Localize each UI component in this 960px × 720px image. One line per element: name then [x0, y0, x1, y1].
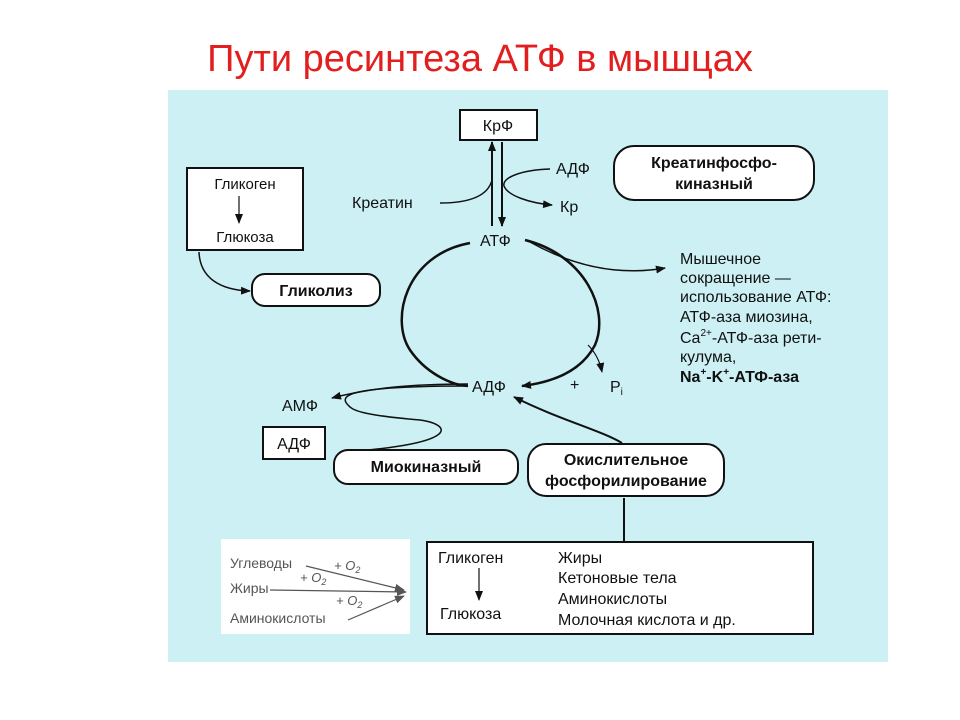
substrate-fats: Жиры: [230, 580, 269, 596]
muscle-use-line7: Na+-K+-АТФ-аза: [680, 367, 799, 386]
fats-arrow: [269, 587, 407, 596]
carbs-arrow: [305, 565, 405, 592]
substrates-box-glycogen: Гликоген: [438, 550, 503, 567]
glycogen-box: [186, 167, 304, 251]
atf-label: АТФ: [480, 233, 511, 250]
oxidative-pathway: [527, 443, 725, 497]
glucose-to-glycolysis-arrow: [198, 251, 251, 295]
amf-arrow: [331, 383, 469, 400]
substrate-carbs: Углеводы: [230, 555, 292, 571]
adf-to-kr-arrow: [503, 168, 553, 209]
oxidative-line1: Окислительное: [564, 452, 688, 469]
amino-arrow: [347, 595, 405, 621]
amf-label: АМФ: [282, 398, 318, 415]
creatine-label: Креатин: [352, 195, 413, 212]
krf-box: [459, 109, 538, 141]
creatine-in-arrow: [439, 179, 493, 204]
substrates-box: [426, 541, 814, 635]
muscle-use-line1: Мышечное: [680, 251, 761, 268]
plus-sign: +: [570, 377, 579, 394]
myokinase-pathway: [333, 449, 519, 485]
oxidative-line2: фосфорилирование: [545, 473, 707, 490]
creatine-kinase-pathway: [613, 145, 815, 201]
kr-label: Кр: [560, 199, 578, 216]
muscle-use-line6: кулума,: [680, 349, 736, 366]
adf-box: [262, 426, 326, 460]
muscle-use-line5: Ca2+-АТФ-аза рети-: [680, 328, 822, 347]
myokinase-label: Миокиназный: [371, 459, 482, 476]
glycogen-box-bottom: Глюкоза: [216, 229, 274, 246]
atp-adp-cycle: [400, 241, 471, 388]
creatine-kinase-line2: киназный: [675, 176, 753, 193]
substrates-box-item: Молочная кислота и др.: [558, 612, 736, 629]
adf-cycle-label: АДФ: [472, 379, 506, 396]
muscle-use-line4: АТФ-аза миозина,: [680, 309, 813, 326]
muscle-use-line2: сокращение —: [680, 270, 791, 287]
glycogen-box-top: Гликоген: [214, 176, 275, 193]
pi-label: Pi: [610, 379, 623, 398]
atp-adp-cycle-right: [521, 238, 601, 389]
slide-title: Пути ресинтеза АТФ в мышцах: [207, 38, 753, 80]
adf-top-label: АДФ: [556, 161, 590, 178]
o2-label-1: + O2: [334, 558, 360, 575]
muscle-use-line3: использование АТФ:: [680, 289, 831, 306]
krf-label: КрФ: [483, 118, 513, 135]
substrates-inset: [221, 539, 410, 634]
oxidative-to-adf-arrow: [513, 396, 623, 444]
substrates-box-item: Кетоновые тела: [558, 570, 677, 587]
pi-arrow: [587, 344, 605, 373]
muscle-use-arrow: [529, 241, 666, 274]
creatine-kinase-line1: Креатинфосфо-: [651, 155, 777, 172]
substrates-box-item: Жиры: [558, 550, 602, 567]
o2-label-3: + O2: [336, 593, 362, 610]
substrate-amino: Аминокислоты: [230, 610, 326, 626]
adf-to-amf-arrow: [339, 385, 469, 453]
adf-box-label: АДФ: [277, 436, 311, 453]
o2-label-2: + O2: [300, 570, 326, 587]
substrates-box-item: Аминокислоты: [558, 591, 667, 608]
substrates-box-glucose: Глюкоза: [440, 606, 501, 623]
glycolysis-label: Гликолиз: [279, 283, 352, 300]
glycolysis-pathway: [251, 273, 381, 307]
